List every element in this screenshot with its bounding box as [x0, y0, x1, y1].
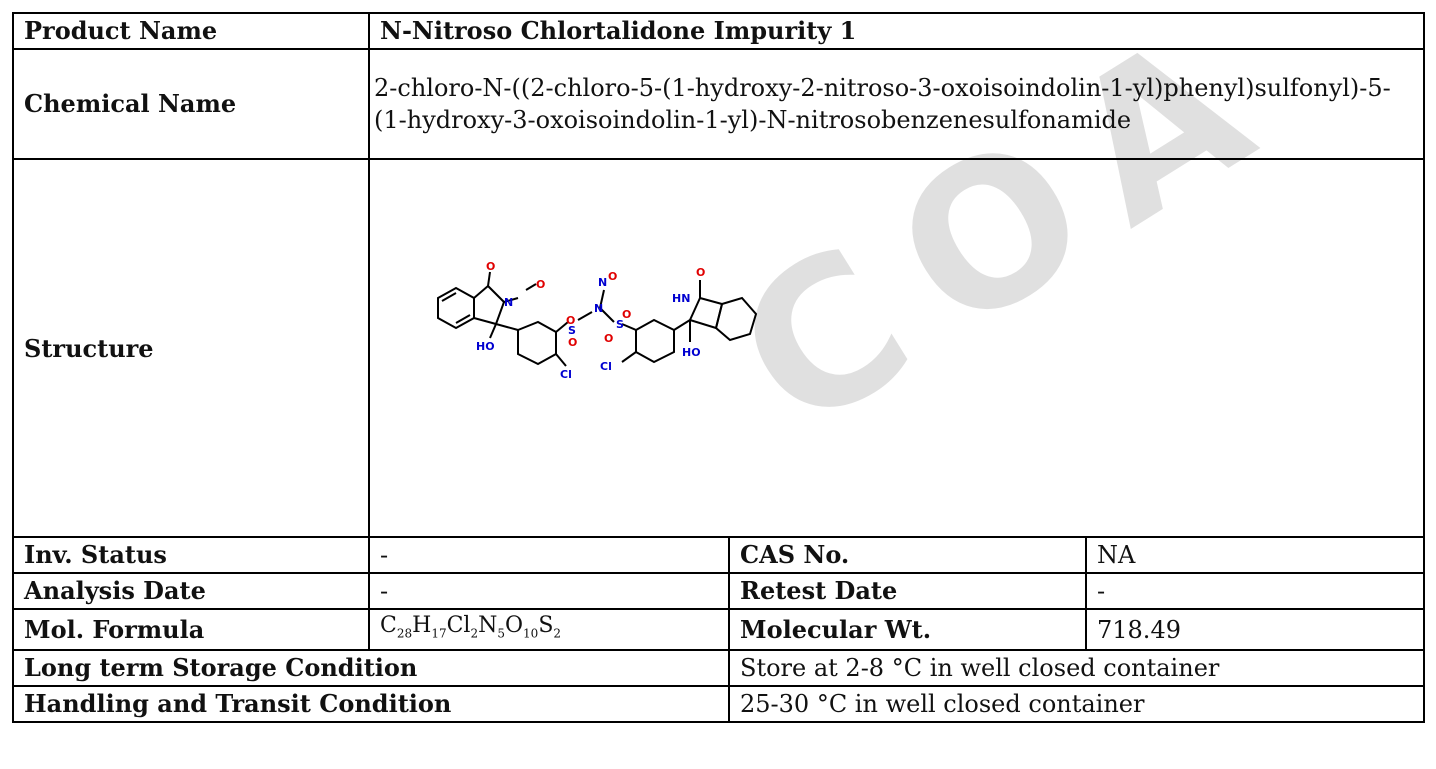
atom-o: O — [604, 332, 613, 345]
atom-o: O — [608, 270, 617, 283]
chemical-name-label: Chemical Name — [12, 48, 370, 160]
molecular-wt-value: 718.49 — [1085, 607, 1425, 652]
atom-s: S — [616, 318, 624, 331]
coa-table: Product Name N-Nitroso Chlortalidone Imp… — [12, 12, 1425, 724]
cas-no-value: NA — [1085, 536, 1425, 574]
row-transit: Handling and Transit Condition 25-30 °C … — [12, 685, 1425, 724]
row-mol-formula: Mol. Formula C28H17Cl2N5O10S2 Molecular … — [12, 607, 1425, 652]
row-product-name: Product Name N-Nitroso Chlortalidone Imp… — [12, 12, 1425, 50]
analysis-date-label: Analysis Date — [12, 572, 370, 610]
structure-label: Structure — [12, 158, 370, 538]
atom-o: O — [568, 336, 577, 349]
product-name-label: Product Name — [12, 12, 370, 50]
atom-o: O — [696, 266, 705, 279]
transit-value: 25-30 °C in well closed container — [728, 685, 1425, 724]
atom-cl: Cl — [600, 360, 612, 373]
analysis-date-value: - — [368, 572, 730, 610]
mol-formula-label: Mol. Formula — [12, 607, 370, 652]
row-storage: Long term Storage Condition Store at 2-8… — [12, 649, 1425, 688]
retest-date-value: - — [1085, 572, 1425, 610]
row-structure: Structure — [12, 158, 1425, 538]
storage-label: Long term Storage Condition — [12, 649, 730, 688]
storage-value: Store at 2-8 °C in well closed container — [728, 649, 1425, 688]
atom-o: O — [486, 260, 495, 273]
cas-no-label: CAS No. — [728, 536, 1087, 574]
molecular-wt-label: Molecular Wt. — [728, 607, 1087, 652]
mol-formula-text: C28H17Cl2N5O10S2 — [380, 613, 562, 641]
atom-cl: Cl — [560, 368, 572, 381]
atom-o: O — [536, 278, 545, 291]
chemical-name-value: 2-chloro-N-((2-chloro-5-(1-hydroxy-2-nit… — [368, 48, 1425, 160]
inv-status-value: - — [368, 536, 730, 574]
atom-ho: HO — [682, 346, 701, 359]
row-inv-status: Inv. Status - CAS No. NA — [12, 536, 1425, 574]
retest-date-label: Retest Date — [728, 572, 1087, 610]
atom-o: O — [622, 308, 631, 321]
atom-hn: HN — [672, 292, 690, 305]
atom-n: N — [504, 296, 513, 309]
structure-cell: O N O HO O S O N N O S O O Cl Cl HN O — [368, 158, 1425, 538]
row-analysis-date: Analysis Date - Retest Date - — [12, 572, 1425, 610]
atom-n: N — [594, 302, 603, 315]
inv-status-label: Inv. Status — [12, 536, 370, 574]
product-name-value: N-Nitroso Chlortalidone Impurity 1 — [368, 12, 1425, 50]
atom-n: N — [598, 276, 607, 289]
row-chemical-name: Chemical Name 2-chloro-N-((2-chloro-5-(1… — [12, 48, 1425, 160]
atom-ho: HO — [476, 340, 495, 353]
atom-o: O — [566, 314, 575, 327]
atom-s: S — [568, 324, 576, 337]
chemical-structure-image: O N O HO O S O N N O S O O Cl Cl HN O — [437, 260, 758, 381]
transit-label: Handling and Transit Condition — [12, 685, 730, 724]
mol-formula-value: C28H17Cl2N5O10S2 — [368, 607, 730, 652]
